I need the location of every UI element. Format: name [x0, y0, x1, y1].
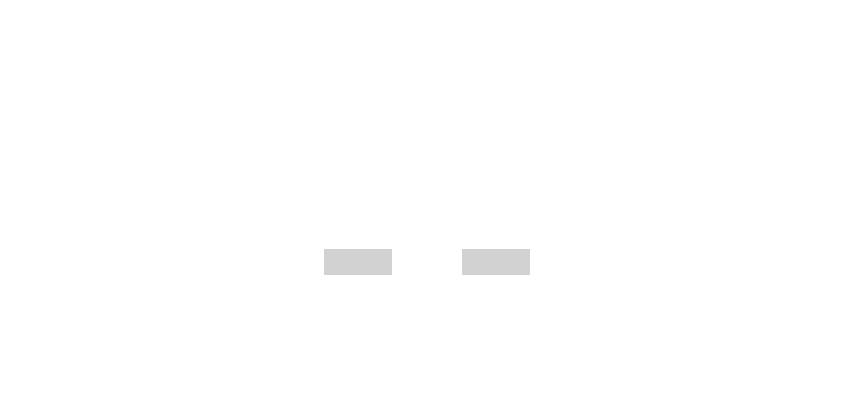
right-button[interactable]	[462, 249, 530, 275]
left-button[interactable]	[324, 249, 392, 275]
